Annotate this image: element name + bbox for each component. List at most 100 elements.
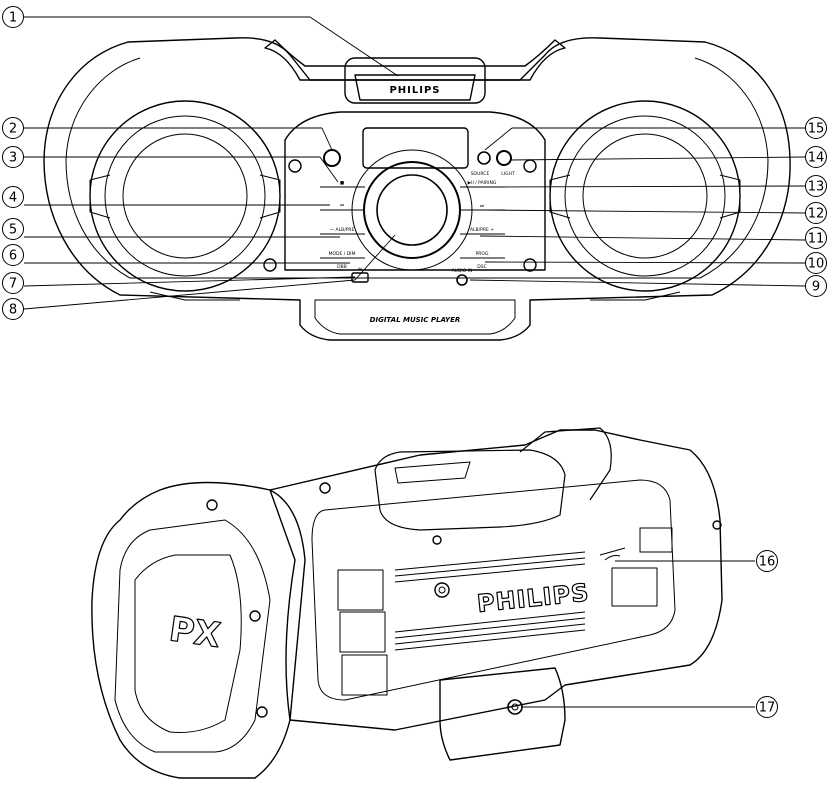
back-brand-logo: PHILIPS [476, 578, 591, 618]
dock-label: DIGITAL MUSIC PLAYER [370, 316, 461, 324]
label-prog: PROG [476, 251, 489, 257]
callout-14: 14 [805, 146, 827, 168]
svg-text:8: 8 [9, 303, 17, 318]
front-brand-logo: PHILIPS [389, 85, 440, 96]
back-screw-1 [206, 499, 218, 511]
dock-front [354, 74, 476, 101]
callout-8: 8 [2, 298, 24, 320]
callout-11: 11 [805, 227, 827, 249]
left-foot [149, 291, 240, 301]
label-patch-3 [341, 654, 388, 696]
back-top-dock [374, 449, 566, 531]
svg-text:5: 5 [9, 223, 17, 238]
antenna [599, 547, 626, 561]
back-screw-4 [249, 610, 261, 622]
callout-12: 12 [805, 202, 827, 224]
light-button[interactable] [496, 150, 512, 166]
back-main-body [269, 429, 723, 731]
back-screw-6 [712, 520, 722, 530]
back-panel [311, 479, 676, 701]
source-button[interactable] [477, 151, 491, 165]
audio-in-jack[interactable] [456, 274, 468, 286]
vent-slots-top [394, 551, 586, 583]
svg-text:1: 1 [9, 11, 17, 26]
control-panel [284, 111, 546, 271]
back-left-endcap [91, 481, 306, 779]
svg-text:16: 16 [759, 555, 776, 570]
antenna-connector[interactable] [434, 582, 450, 598]
top-dock [344, 57, 486, 104]
callout-9: 9 [805, 275, 827, 297]
callout-16: 16 [756, 550, 778, 572]
back-screw-3 [432, 535, 442, 545]
display-window [362, 127, 469, 169]
label-dbb: DBB [337, 264, 347, 270]
front-body-outline [43, 37, 791, 341]
callout-markers: 1 2 3 4 5 6 7 8 9 10 11 12 13 14 15 16 1… [2, 6, 827, 718]
label-stop: ■ [340, 181, 344, 186]
callout-17: 17 [756, 696, 778, 718]
svg-text:3: 3 [9, 151, 17, 166]
callout-15: 15 [805, 117, 827, 139]
callout-6: 6 [2, 244, 24, 266]
callout-2: 2 [2, 117, 24, 139]
label-patch-1 [337, 569, 384, 611]
screw-top-left [288, 159, 302, 173]
svg-text:15: 15 [808, 122, 825, 137]
back-bottom-block [439, 667, 566, 761]
vent-slots-bottom [394, 611, 586, 651]
callout-1: 1 [2, 6, 24, 28]
label-dsc: DSC [477, 264, 486, 270]
svg-text:10: 10 [808, 257, 825, 272]
svg-text:12: 12 [808, 207, 825, 222]
volume-ring[interactable] [363, 161, 461, 259]
label-usb: ⇋ [358, 267, 362, 272]
callout-13: 13 [805, 175, 827, 197]
label-audio-in: AUDIO IN [452, 268, 473, 274]
label-patch-2 [339, 611, 386, 653]
screw-bottom-left [263, 258, 277, 272]
screw-bottom-right [523, 258, 537, 272]
back-view: PX PHILIPS [91, 427, 723, 779]
back-handle [519, 427, 612, 501]
right-foot [590, 291, 681, 301]
label-mode: MODE / DIM [329, 251, 356, 257]
label-next: ⏭ [480, 204, 484, 209]
svg-text:6: 6 [9, 249, 17, 264]
power-button[interactable] [323, 149, 341, 167]
svg-text:13: 13 [808, 180, 825, 195]
volume-knob[interactable] [376, 174, 448, 246]
back-screw-2 [319, 482, 331, 494]
leader-lines [23, 16, 806, 708]
svg-text:14: 14 [808, 151, 825, 166]
label-album-minus: — ALB/PRE [330, 227, 355, 233]
label-source: SOURCE [471, 171, 490, 177]
label-album-plus: ALB/PRE + [470, 227, 494, 233]
callout-4: 4 [2, 186, 24, 208]
svg-text:7: 7 [9, 277, 17, 292]
front-control-labels: ■ ⏮ — ALB/PRE MODE / DIM DBB ▶II / PAIRI… [329, 171, 515, 274]
screw-top-right [523, 159, 537, 173]
back-model-badge: PX [167, 609, 223, 656]
svg-text:9: 9 [812, 280, 820, 295]
left-speaker [89, 100, 281, 292]
svg-text:2: 2 [9, 122, 17, 137]
svg-text:17: 17 [759, 701, 776, 716]
bottom-dock-tray [314, 299, 516, 335]
carry-handle [264, 39, 566, 81]
front-view: PHILIPS [43, 37, 791, 341]
callout-10: 10 [805, 252, 827, 274]
callout-5: 5 [2, 218, 24, 240]
label-patch-5 [639, 527, 673, 553]
label-patch-4 [611, 567, 658, 607]
svg-text:4: 4 [9, 191, 17, 206]
label-play-pair: ▶II / PAIRING [468, 180, 497, 186]
back-speaker-grille [114, 519, 271, 753]
callout-3: 3 [2, 146, 24, 168]
front-body-inner [65, 57, 769, 279]
callout-7: 7 [2, 272, 24, 294]
label-prev: ⏮ [340, 204, 344, 209]
back-screw-5 [256, 706, 268, 718]
